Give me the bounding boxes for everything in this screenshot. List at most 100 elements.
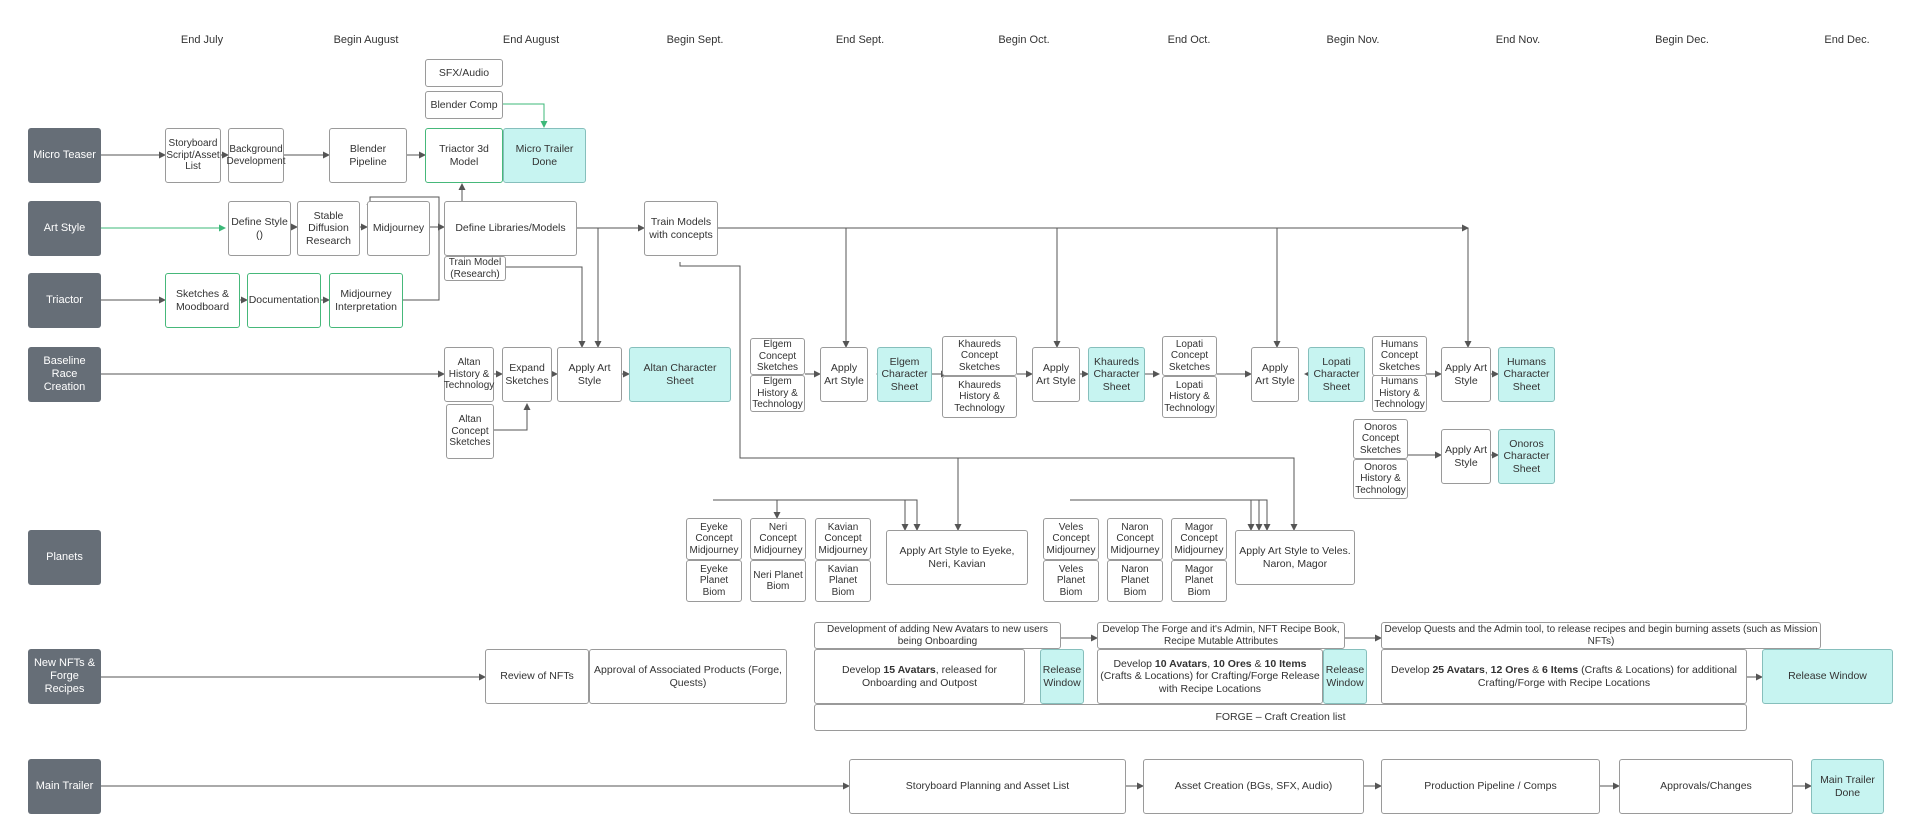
phase2-header-node[interactable]: Develop The Forge and it's Admin, NFT Re…	[1097, 622, 1345, 649]
phase2-text: Develop 10 Avatars, 10 Ores & 10 Items (…	[1100, 658, 1320, 694]
asset-creation-node[interactable]: Asset Creation (BGs, SFX, Audio)	[1143, 759, 1364, 814]
onoros-history-technology-node[interactable]: Onoros History & Technology	[1353, 459, 1408, 499]
phase1-post: , released for Onboarding and Outpost	[862, 664, 998, 689]
naron-planet-biom-node[interactable]: Naron Planet Biom	[1107, 560, 1163, 602]
lane-art-style[interactable]: Art Style	[28, 201, 101, 256]
define-libraries-models-node[interactable]: Define Libraries/Models	[444, 201, 577, 256]
kavian-concept-midjourney-node[interactable]: Kavian Concept Midjourney	[815, 518, 871, 560]
production-pipeline-node[interactable]: Production Pipeline / Comps	[1381, 759, 1600, 814]
onoros-apply-art-style-node[interactable]: Apply Art Style	[1441, 429, 1491, 484]
midjourney-node[interactable]: Midjourney	[367, 201, 430, 256]
lopati-history-technology-node[interactable]: Lopati History & Technology	[1162, 376, 1217, 418]
timeline-end-nov: End Nov.	[1495, 34, 1541, 46]
onoros-concept-sketches-node[interactable]: Onoros Concept Sketches	[1353, 419, 1408, 459]
khaureds-concept-sketches-node[interactable]: Khaureds Concept Sketches	[942, 336, 1017, 376]
phase1-text: Develop 15 Avatars, released for Onboard…	[817, 664, 1022, 688]
magor-planet-biom-node[interactable]: Magor Planet Biom	[1171, 560, 1227, 602]
altan-concept-sketches-node[interactable]: Altan Concept Sketches	[446, 404, 494, 459]
define-style-node[interactable]: Define Style ()	[228, 201, 291, 256]
timeline-begin-dec: Begin Dec.	[1655, 34, 1709, 46]
naron-concept-midjourney-node[interactable]: Naron Concept Midjourney	[1107, 518, 1163, 560]
neri-planet-biom-node[interactable]: Neri Planet Biom	[750, 560, 806, 602]
train-models-with-concepts-node[interactable]: Train Models with concepts	[644, 201, 718, 256]
sfx-audio-node[interactable]: SFX/Audio	[425, 59, 503, 87]
khaureds-apply-art-style-node[interactable]: Apply Art Style	[1032, 347, 1080, 402]
release-window-1-node[interactable]: Release Window	[1040, 649, 1084, 704]
phase3-text: Develop 25 Avatars, 12 Ores & 6 Items (C…	[1384, 664, 1744, 688]
phase1-develop-node[interactable]: Develop 15 Avatars, released for Onboard…	[814, 649, 1025, 704]
phase3-develop-node[interactable]: Develop 25 Avatars, 12 Ores & 6 Items (C…	[1381, 649, 1747, 704]
phase2-ores: 10 Ores	[1213, 658, 1252, 671]
elgem-character-sheet-node[interactable]: Elgem Character Sheet	[877, 347, 932, 402]
phase1-pre: Develop	[841, 664, 884, 677]
blender-pipeline-node[interactable]: Blender Pipeline	[329, 128, 407, 183]
lane-main-trailer[interactable]: Main Trailer	[28, 759, 101, 814]
humans-character-sheet-node[interactable]: Humans Character Sheet	[1498, 347, 1555, 402]
phase3-sep1: ,	[1484, 664, 1491, 677]
triactor-3d-model-node[interactable]: Triactor 3d Model	[425, 128, 503, 183]
timeline-end-july: End July	[180, 34, 224, 46]
veles-concept-midjourney-node[interactable]: Veles Concept Midjourney	[1043, 518, 1099, 560]
background-development-node[interactable]: Background Development	[227, 128, 285, 183]
apply-art-style-veles-naron-magor-node[interactable]: Apply Art Style to Veles. Naron, Magor	[1235, 530, 1355, 585]
humans-concept-sketches-node[interactable]: Humans Concept Sketches	[1372, 336, 1427, 376]
eyeke-planet-biom-node[interactable]: Eyeke Planet Biom	[686, 560, 742, 602]
phase3-sep2: &	[1529, 664, 1543, 677]
phase2-items: 10 Items	[1264, 658, 1307, 671]
eyeke-concept-midjourney-node[interactable]: Eyeke Concept Midjourney	[686, 518, 742, 560]
lopati-character-sheet-node[interactable]: Lopati Character Sheet	[1308, 347, 1365, 402]
humans-apply-art-style-node[interactable]: Apply Art Style	[1441, 347, 1491, 402]
review-of-nfts-node[interactable]: Review of NFTs	[485, 649, 589, 704]
khaureds-character-sheet-node[interactable]: Khaureds Character Sheet	[1088, 347, 1145, 402]
forge-craft-creation-list-node[interactable]: FORGE – Craft Creation list	[814, 704, 1747, 731]
timeline-end-august: End August	[502, 34, 560, 46]
lane-planets[interactable]: Planets	[28, 530, 101, 585]
phase3-avatars: 25 Avatars	[1432, 664, 1485, 677]
veles-planet-biom-node[interactable]: Veles Planet Biom	[1043, 560, 1099, 602]
kavian-planet-biom-node[interactable]: Kavian Planet Biom	[815, 560, 871, 602]
lane-new-nfts-forge-recipes[interactable]: New NFTs & Forge Recipes	[28, 649, 101, 704]
storyboard-planning-node[interactable]: Storyboard Planning and Asset List	[849, 759, 1126, 814]
phase2-develop-node[interactable]: Develop 10 Avatars, 10 Ores & 10 Items (…	[1097, 649, 1323, 704]
elgem-history-technology-node[interactable]: Elgem History & Technology	[750, 375, 805, 412]
expand-sketches-node[interactable]: Expand Sketches	[502, 347, 552, 402]
lopati-concept-sketches-node[interactable]: Lopati Concept Sketches	[1162, 336, 1217, 376]
documentation-node[interactable]: Documentation	[247, 273, 321, 328]
phase3-items: 6 Items	[1542, 664, 1579, 677]
altan-history-technology-node[interactable]: Altan History & Technology	[444, 347, 494, 402]
lane-micro-teaser[interactable]: Micro Teaser	[28, 128, 101, 183]
altan-character-sheet-node[interactable]: Altan Character Sheet	[629, 347, 731, 402]
phase3-pre: Develop	[1391, 664, 1433, 677]
elgem-apply-art-style-node[interactable]: Apply Art Style	[820, 347, 868, 402]
phase3-header-node[interactable]: Develop Quests and the Admin tool, to re…	[1381, 622, 1821, 649]
release-window-3-node[interactable]: Release Window	[1762, 649, 1893, 704]
storyboard-script-node[interactable]: Storyboard Script/Asset List	[165, 128, 221, 183]
phase3-ores: 12 Ores	[1490, 664, 1530, 677]
phase1-header-node[interactable]: Development of adding New Avatars to new…	[814, 622, 1061, 649]
humans-history-technology-node[interactable]: Humans History & Technology	[1372, 375, 1427, 412]
blender-comp-node[interactable]: Blender Comp	[425, 91, 503, 119]
magor-concept-midjourney-node[interactable]: Magor Concept Midjourney	[1171, 518, 1227, 560]
apply-art-style-eyeke-neri-kavian-node[interactable]: Apply Art Style to Eyeke, Neri, Kavian	[886, 530, 1028, 585]
main-trailer-done-node[interactable]: Main Trailer Done	[1811, 759, 1884, 814]
micro-trailer-done-node[interactable]: Micro Trailer Done	[503, 128, 586, 183]
timeline-end-sept: End Sept.	[835, 34, 885, 46]
khaureds-history-technology-node[interactable]: Khaureds History & Technology	[942, 376, 1017, 418]
timeline-begin-nov: Begin Nov.	[1326, 34, 1380, 46]
altan-apply-art-style-node[interactable]: Apply Art Style	[557, 347, 622, 402]
lopati-apply-art-style-node[interactable]: Apply Art Style	[1251, 347, 1299, 402]
approval-associated-products-node[interactable]: Approval of Associated Products (Forge, …	[589, 649, 787, 704]
sketches-moodboard-node[interactable]: Sketches & Moodboard	[165, 273, 240, 328]
approvals-changes-node[interactable]: Approvals/Changes	[1619, 759, 1793, 814]
phase2-pre: Develop	[1113, 658, 1155, 671]
elgem-concept-sketches-node[interactable]: Elgem Concept Sketches	[750, 338, 805, 375]
stable-diffusion-research-node[interactable]: Stable Diffusion Research	[297, 201, 360, 256]
neri-concept-midjourney-node[interactable]: Neri Concept Midjourney	[750, 518, 806, 560]
timeline-begin-oct: Begin Oct.	[998, 34, 1050, 46]
release-window-2-node[interactable]: Release Window	[1323, 649, 1367, 704]
onoros-character-sheet-node[interactable]: Onoros Character Sheet	[1498, 429, 1555, 484]
lane-triactor[interactable]: Triactor	[28, 273, 101, 328]
train-model-research-node[interactable]: Train Model (Research)	[444, 256, 506, 281]
midjourney-interpretation-node[interactable]: Midjourney Interpretation	[329, 273, 403, 328]
lane-baseline-race-creation[interactable]: Baseline Race Creation	[28, 347, 101, 402]
